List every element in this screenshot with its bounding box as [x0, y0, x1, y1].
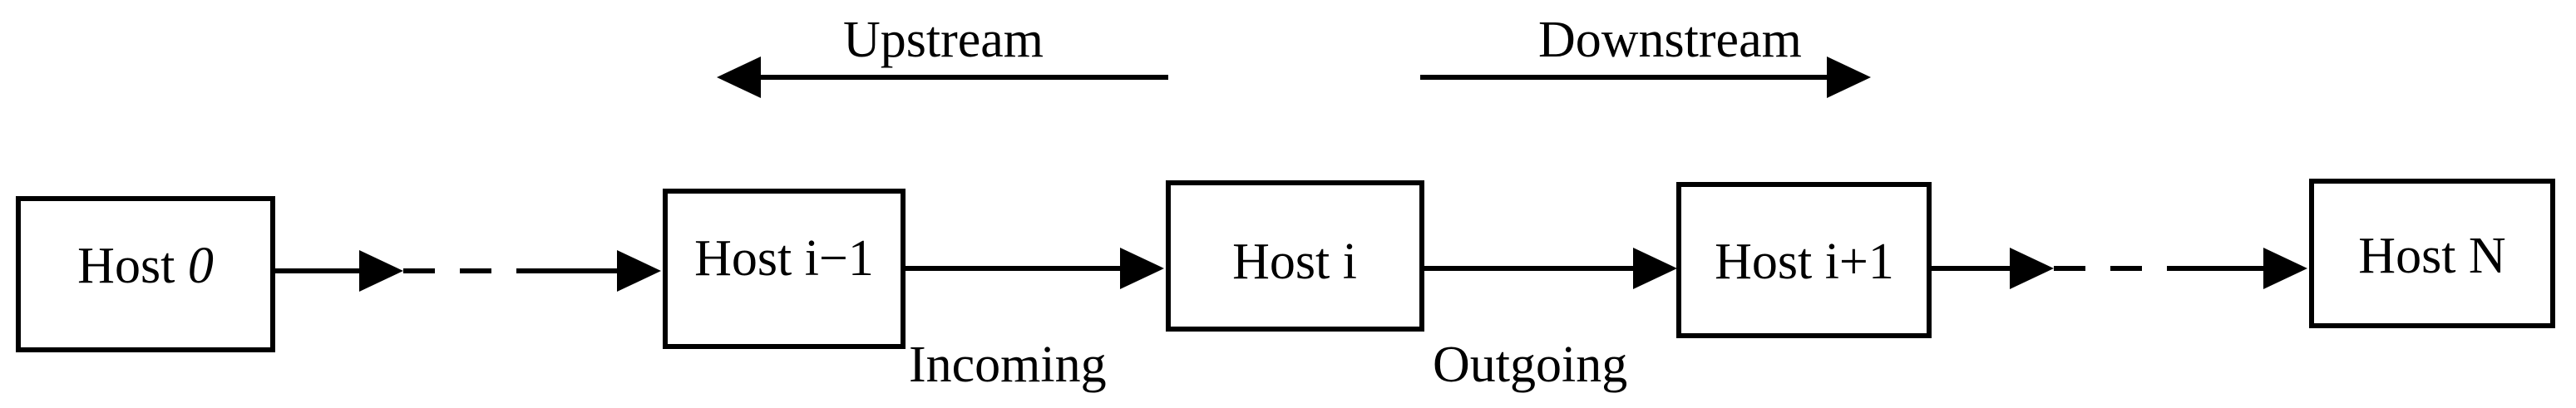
host-i-plus-1-label: Host i+1: [1715, 233, 1894, 290]
connector-host0-to-host-i-minus-1: [273, 250, 661, 292]
upstream-arrow: [717, 57, 1168, 98]
outgoing-label: Outgoing: [1433, 337, 1627, 393]
incoming-label: Incoming: [909, 337, 1107, 393]
upstream-label: Upstream: [843, 12, 1044, 68]
host-i-plus-1-node: Host i+1: [1676, 182, 1932, 338]
downstream-label: Downstream: [1538, 12, 1802, 68]
host-n-label: Host N: [2358, 228, 2505, 284]
host-i-label: Host i: [1232, 233, 1357, 290]
host-i-minus-1-label: Host i−1: [694, 230, 874, 287]
connector-host-i-plus-1-to-host-n: [1929, 248, 2307, 289]
host-0-label: Host 0: [77, 238, 214, 294]
incoming-link-arrow: [903, 248, 1164, 289]
host-i-minus-1-node: Host i−1: [663, 189, 906, 349]
host-0-node: Host 0: [16, 196, 275, 352]
host-i-node: Host i: [1166, 180, 1424, 332]
host-n-node: Host N: [2309, 179, 2555, 328]
downstream-arrow: [1420, 57, 1871, 98]
outgoing-link-arrow: [1422, 248, 1677, 289]
